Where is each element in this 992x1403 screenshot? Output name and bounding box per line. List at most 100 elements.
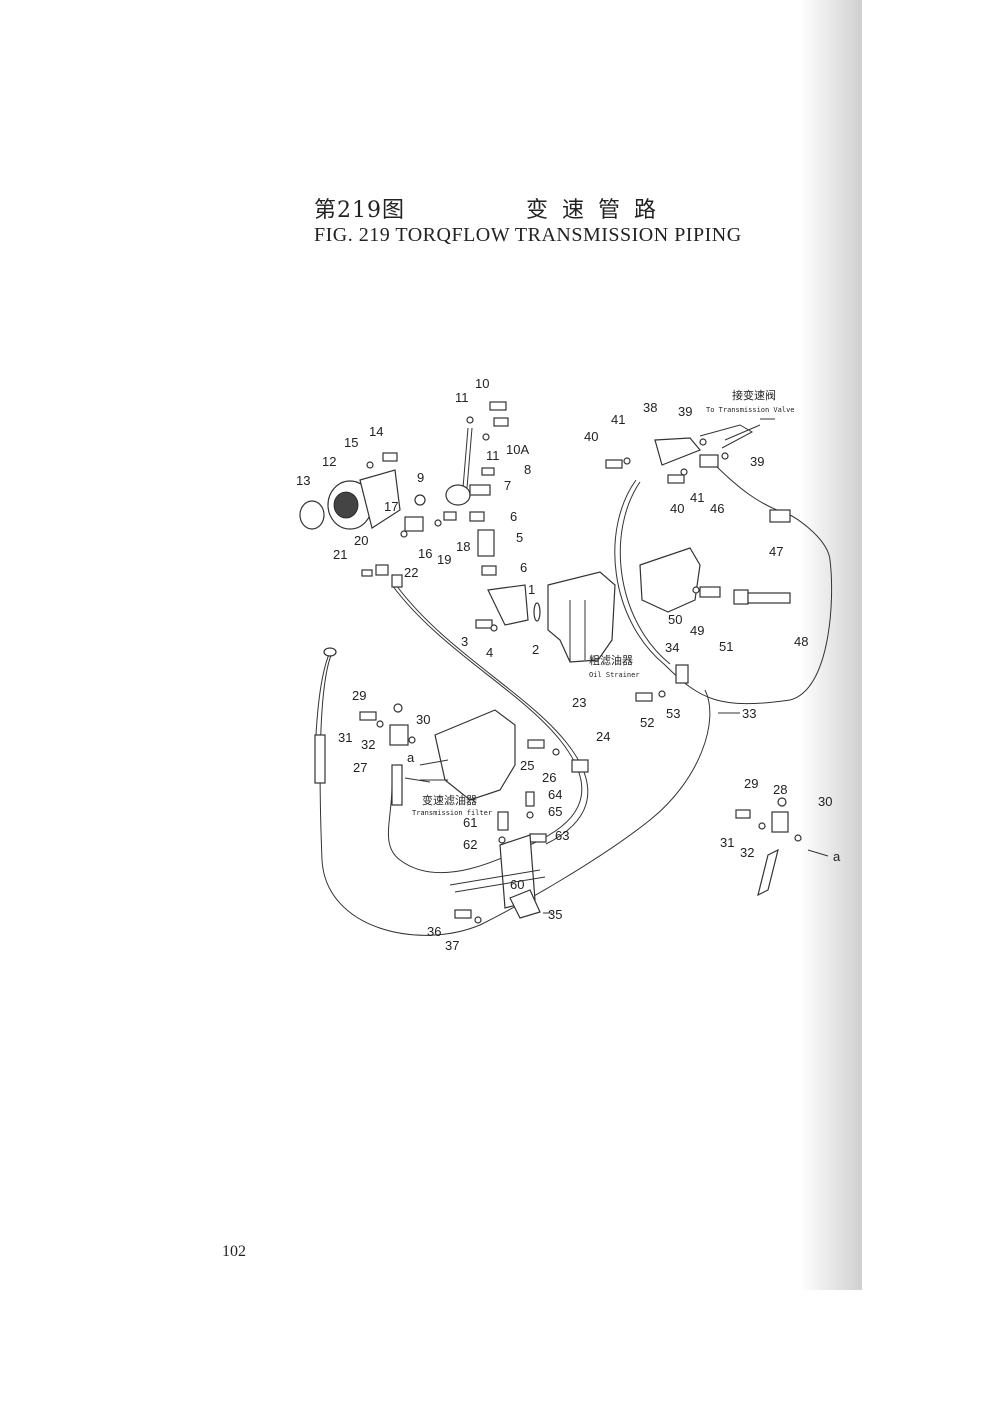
part-label: 11 <box>486 448 500 463</box>
part-label: 30 <box>416 712 430 727</box>
figure-header: 第219图 变速管路 FIG. 219 TORQFLOW TRANSMISSIO… <box>0 0 992 260</box>
elbow-28 <box>771 811 789 833</box>
part-label: 61 <box>463 815 477 830</box>
center-lower-fittings <box>449 664 689 924</box>
tube-38 <box>654 437 701 466</box>
valve-line-assembly <box>605 424 791 523</box>
plug-29 <box>393 703 403 713</box>
part-label: 6 <box>510 509 517 524</box>
part-label: 29 <box>352 688 366 703</box>
o-ring-39b <box>721 452 729 460</box>
washer-15 <box>366 461 374 469</box>
right-detail-fitting <box>735 797 802 897</box>
o-ring-30b <box>794 834 802 842</box>
washer-65 <box>526 811 534 819</box>
arrow-a-left <box>404 777 431 783</box>
washer-4 <box>490 624 498 632</box>
oil-strainer <box>547 571 616 663</box>
part-label: 19 <box>437 552 451 567</box>
suction-pipe-assembly <box>434 401 541 632</box>
elbow-flange <box>445 484 471 506</box>
part-label: 32 <box>740 845 754 860</box>
bolt-52 <box>635 692 653 702</box>
pipe-left-end <box>314 734 326 784</box>
part-label: 41 <box>611 412 625 427</box>
part-label: 46 <box>710 501 724 516</box>
o-ring-50 <box>692 586 700 594</box>
part-label: 28 <box>773 782 787 797</box>
plate-strip <box>449 869 546 893</box>
part-label: 48 <box>794 634 808 649</box>
bolt-61 <box>497 811 509 831</box>
part-label: 15 <box>344 435 358 450</box>
part-label: 30 <box>818 794 832 809</box>
part-label: 12 <box>322 454 336 469</box>
note-trans-filter-en: Transmission filter <box>412 809 492 817</box>
o-ring-39 <box>699 438 707 446</box>
arrow-label-a-left: a <box>407 750 415 765</box>
part-label: 31 <box>720 835 734 850</box>
elbow-20 <box>375 564 389 576</box>
nut-51 <box>733 589 749 605</box>
pipe-left-top <box>323 647 337 657</box>
part-label: 37 <box>445 938 459 953</box>
part-label: 49 <box>690 623 704 638</box>
part-label: 50 <box>668 612 682 627</box>
o-ring-30 <box>408 736 416 744</box>
pump-gear <box>333 491 359 519</box>
clamp-34 <box>675 664 689 684</box>
valve-body <box>639 547 701 613</box>
note-to-valve-en: To Transmission Valve <box>706 406 795 414</box>
pump-housing <box>359 469 401 529</box>
washer-11 <box>466 416 474 424</box>
clamp-6 <box>469 511 485 522</box>
part-label: 10A <box>506 442 529 457</box>
part-label: 33 <box>742 706 756 721</box>
nipple-22 <box>391 574 403 588</box>
pipe-stub <box>391 764 403 806</box>
part-label: 7 <box>504 478 511 493</box>
part-label: 29 <box>744 776 758 791</box>
washer-41 <box>623 457 631 465</box>
washer-17 <box>400 530 408 538</box>
part-label: 40 <box>670 501 684 516</box>
part-label: 52 <box>640 715 654 730</box>
transmission-filter <box>314 647 516 806</box>
bolt-18 <box>443 511 457 521</box>
part-label: 39 <box>678 404 692 419</box>
bolt-14 <box>382 452 398 462</box>
part-label: 20 <box>354 533 368 548</box>
o-ring-2 <box>533 602 541 622</box>
part-label: 5 <box>516 530 523 545</box>
hose-7 <box>469 484 491 496</box>
note-to-valve-cn: 接变速阀 <box>732 388 776 402</box>
part-label: 31 <box>338 730 352 745</box>
part-label: 34 <box>665 640 679 655</box>
hose-5 <box>477 529 495 557</box>
plug-29b <box>777 797 787 807</box>
part-label: 41 <box>690 490 704 505</box>
part-label: 21 <box>333 547 347 562</box>
part-label: 22 <box>404 565 418 580</box>
pipe-left-vertical <box>315 651 331 736</box>
note-trans-filter-cn: 变速滤油器 <box>422 793 477 807</box>
bolt-8 <box>481 467 495 476</box>
page-number: 102 <box>222 1243 246 1260</box>
part-label: 60 <box>510 877 524 892</box>
part-label: 64 <box>548 787 562 802</box>
part-label: 18 <box>456 539 470 554</box>
washer-11b <box>482 433 490 441</box>
fitting-49 <box>699 586 721 598</box>
part-label: 25 <box>520 758 534 773</box>
part-label: 38 <box>643 400 657 415</box>
part-label: 63 <box>555 828 569 843</box>
part-label: 17 <box>384 499 398 514</box>
part-label: 32 <box>361 737 375 752</box>
part-label: 27 <box>353 760 367 775</box>
part-label: 10 <box>475 376 489 391</box>
pipe-right-long-2 <box>619 481 671 665</box>
part-label: 51 <box>719 639 733 654</box>
transmission-valve-assembly <box>639 547 791 613</box>
part-label: 6 <box>520 560 527 575</box>
